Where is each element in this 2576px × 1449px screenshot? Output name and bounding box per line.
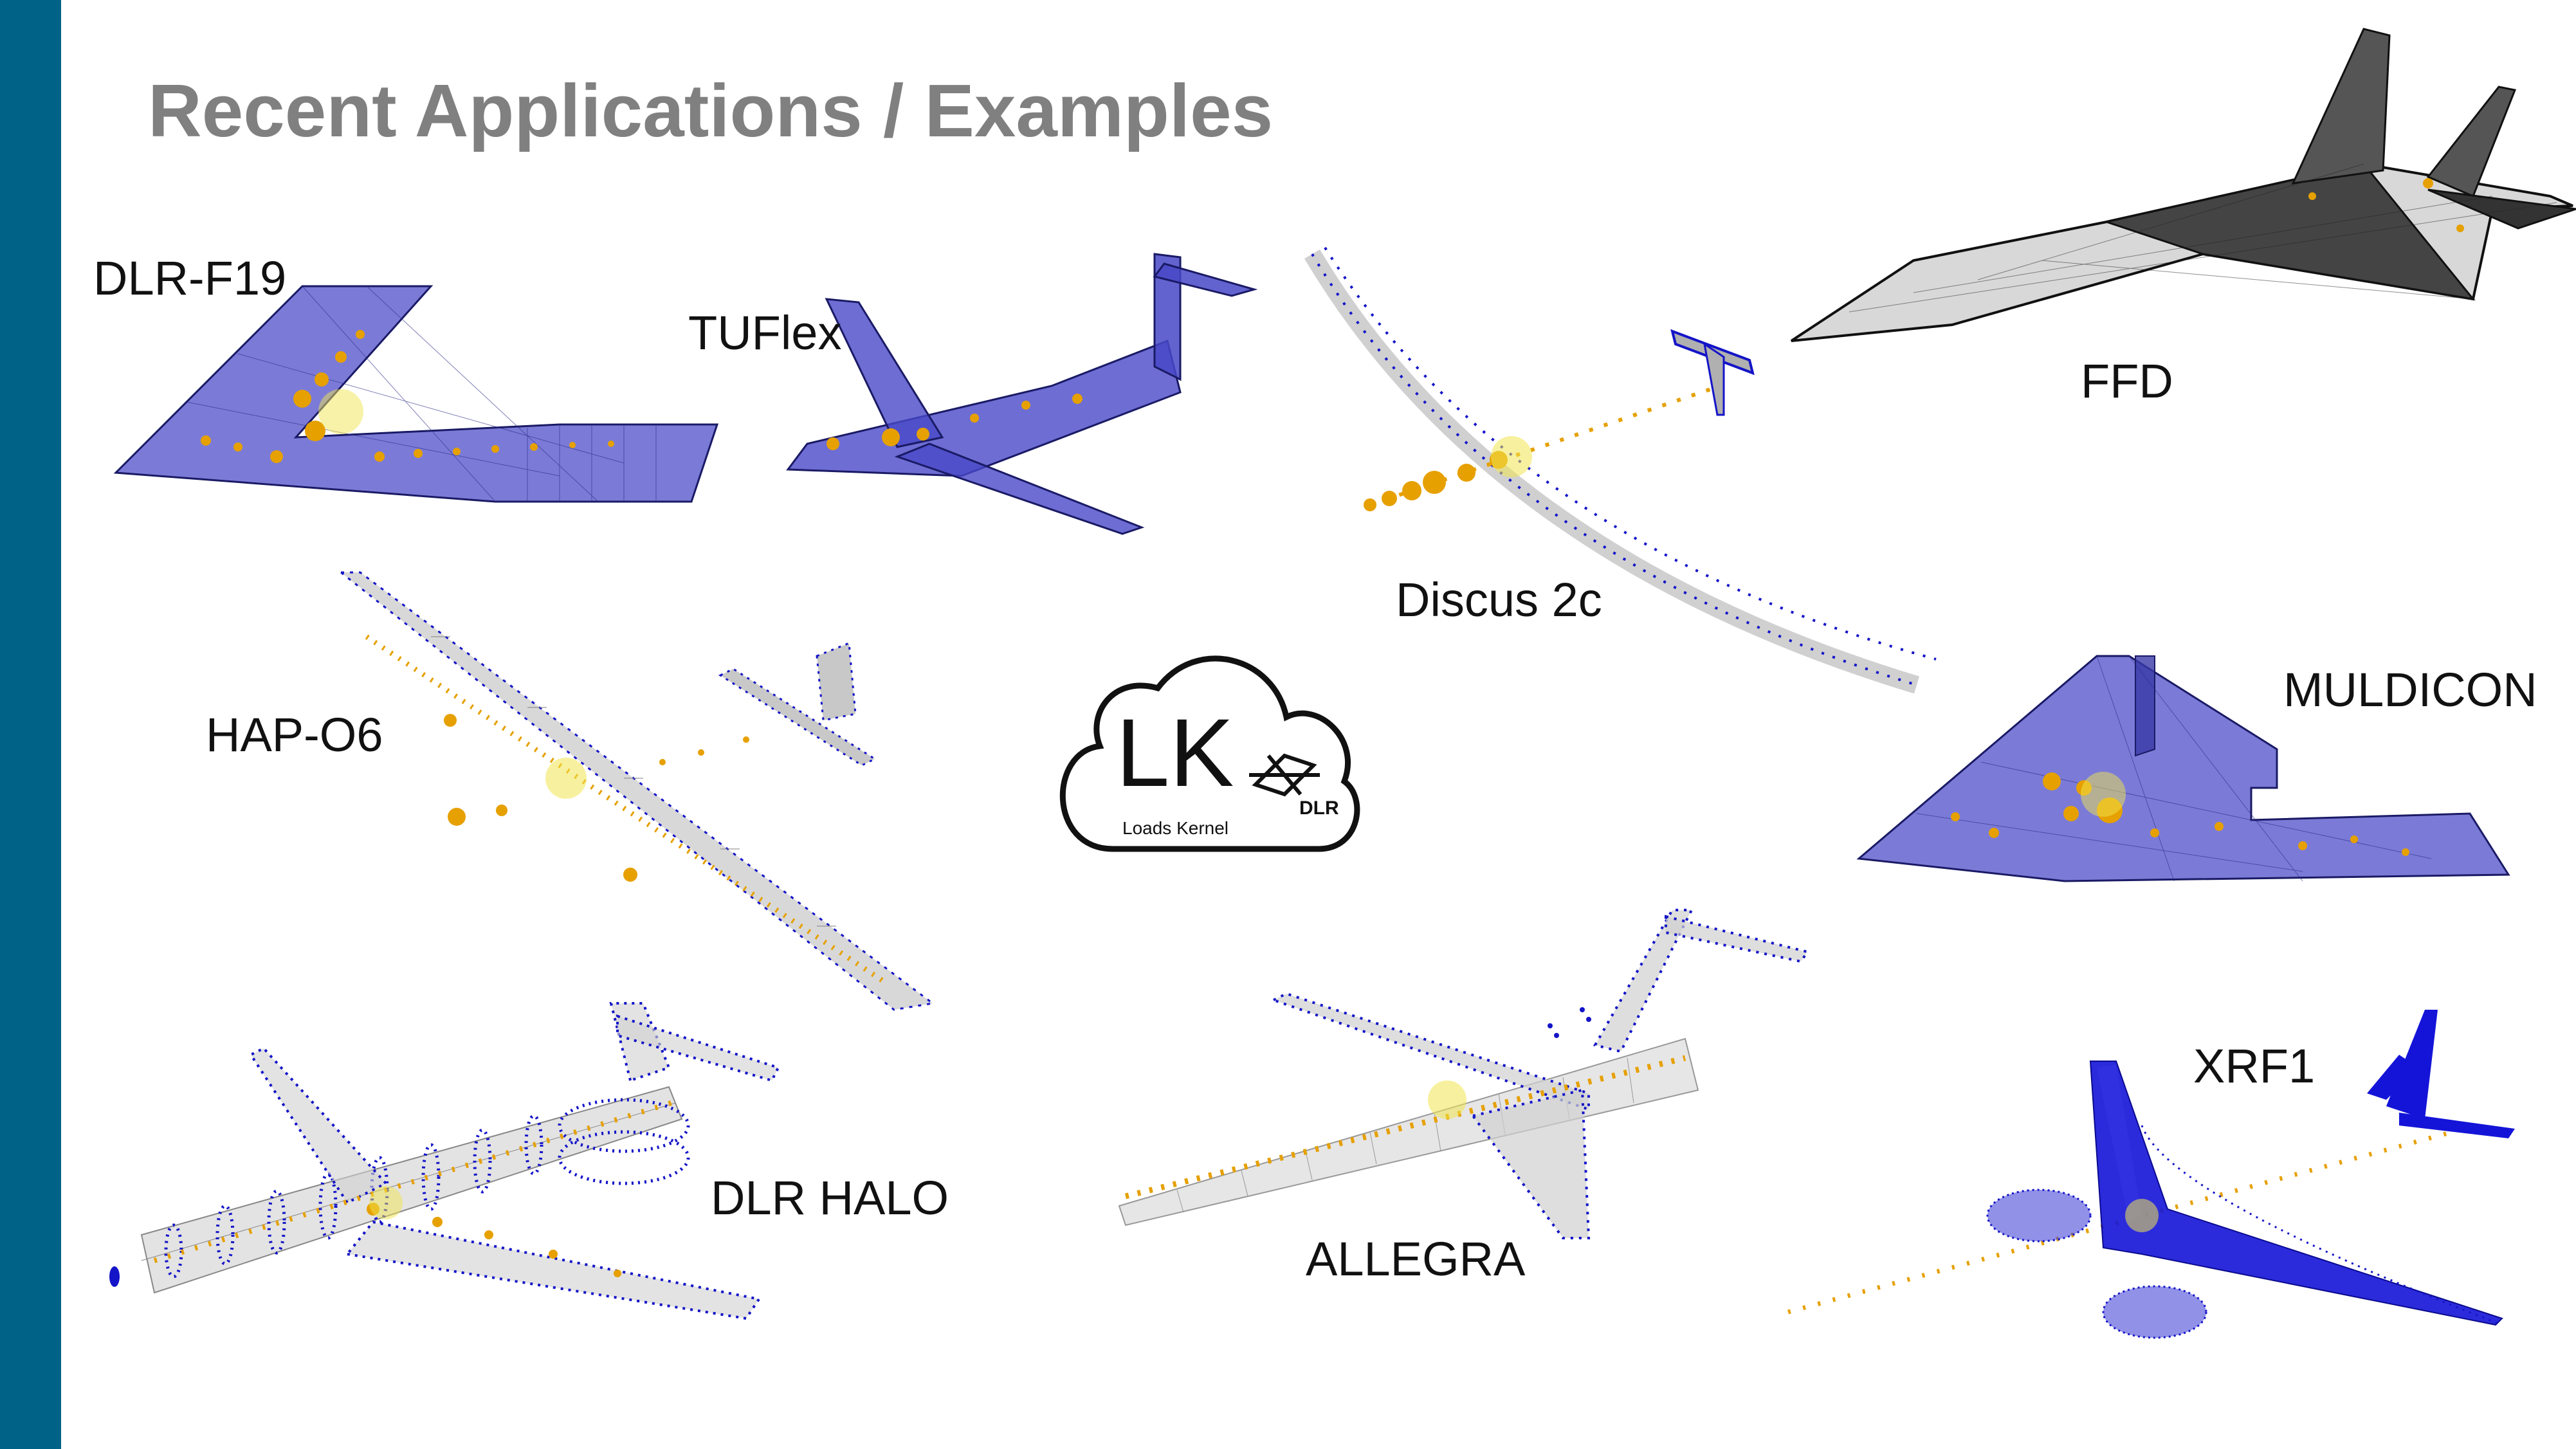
logo-partner: DLR (1299, 797, 1339, 819)
discus-2c-model-image (1304, 246, 1937, 694)
label-hap-o6: HAP-O6 (206, 708, 383, 761)
dlr-f19-model-image (113, 285, 719, 503)
muldicon-model-image (1856, 655, 2510, 882)
cloud-outline-icon (1059, 655, 1360, 852)
label-muldicon: MULDICON (2283, 663, 2537, 716)
slide-title: Recent Applications / Examples (148, 69, 1274, 152)
label-discus-2c: Discus 2c (1396, 573, 1602, 626)
tuflex-model-image (786, 253, 1258, 535)
accent-bar (0, 0, 61, 1449)
allegra-model-image (1118, 909, 1810, 1239)
label-ffd: FFD (2081, 354, 2173, 408)
label-dlr-f19: DLR-F19 (93, 251, 287, 305)
label-dlr-halo: DLR HALO (711, 1171, 949, 1225)
logo-mark: LK (1116, 698, 1234, 807)
logo-name: Loads Kernel (1122, 818, 1229, 838)
loads-kernel-logo: LK Loads Kernel DLR (1042, 637, 1370, 855)
label-xrf1: XRF1 (2193, 1039, 2316, 1093)
label-tuflex: TUFlex (688, 306, 842, 360)
dlr-logo-icon (1249, 753, 1320, 797)
ffd-model-image (1790, 28, 2576, 342)
label-allegra: ALLEGRA (1306, 1232, 1526, 1286)
xrf1-model-image (1787, 1010, 2515, 1339)
dlr-halo-model-image (109, 1002, 780, 1320)
hap-o6-model-image (338, 571, 935, 1011)
